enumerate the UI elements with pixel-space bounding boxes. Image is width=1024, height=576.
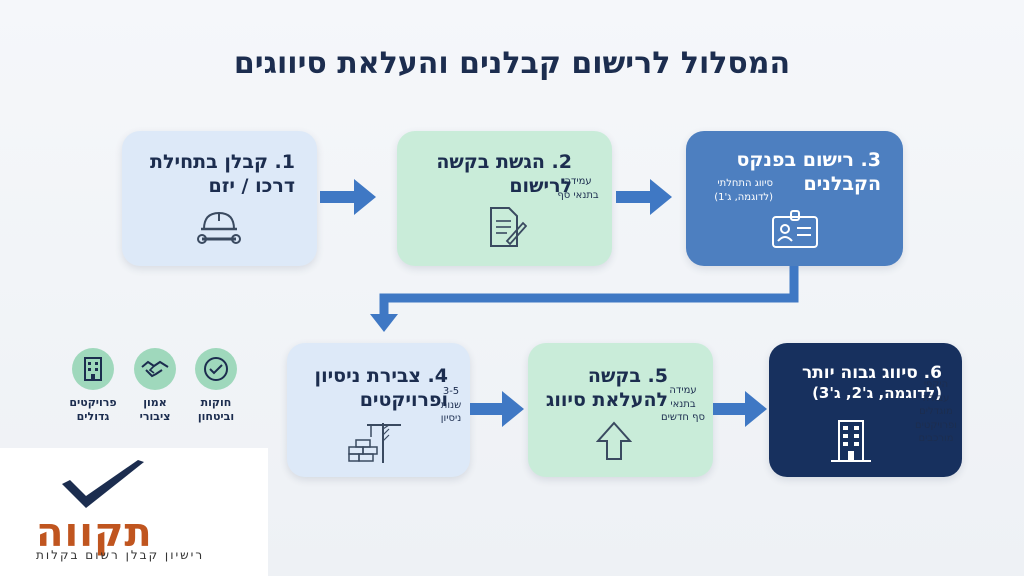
arrow-right-icon: [616, 179, 672, 215]
step-3-note-line2: (לדוגמה, ג'1): [714, 191, 773, 203]
step-1-title-line2: דרכו / יזם: [208, 174, 296, 197]
step-2-note-line1: עמידה: [564, 176, 592, 187]
legend-item-trust: אמון ציבורי: [125, 348, 185, 425]
step-6-note-line1: היקפי: [923, 379, 949, 390]
step-2-card: 2. הגשת בקשה לרישום: [397, 131, 612, 266]
step-6-note-line4: ופרויקטים: [914, 419, 958, 431]
step-6-title-line2: (לדוגמה, ג'2, ג'3): [812, 384, 942, 403]
step-4-title-line1: 4. צבירת ניסיון: [314, 365, 448, 387]
step-1-card: 1. קבלן בתחילת דרכו / יזם: [122, 131, 317, 266]
id-card-icon: [772, 210, 818, 248]
legend-safety-label-line2: וביטחון: [197, 410, 235, 424]
checkmark-logo-icon: [62, 460, 144, 508]
step-2-title-line1: 2. הגשת בקשה: [436, 151, 572, 173]
step-3-note-line1: סיווג התחלתי: [717, 178, 773, 189]
step-2-note: עמידה בתנאי סף: [548, 175, 608, 202]
step-4-note-line1: 3-5: [442, 386, 460, 397]
building-icon: [831, 420, 871, 462]
handshake-icon: [141, 360, 169, 378]
logo-tagline: רישיון קבלן רשום בקלות: [36, 548, 205, 562]
arrow-right-icon: [320, 179, 376, 215]
document-pen-icon: [490, 207, 527, 247]
step-5-title-line1: 5. בקשה: [587, 365, 668, 387]
step-1-title-line1: 1. קבלן בתחילת: [150, 151, 295, 173]
step-3-title-line2: הקבלנים: [803, 173, 881, 195]
arrow-right-icon: [713, 391, 767, 427]
check-circle-icon: [204, 357, 228, 381]
step-6-card: 6. סיווג גבוה יותר (לדוגמה, ג'2, ג'3): [769, 343, 962, 477]
legend-projects-label-line1: פרויקטים: [69, 396, 117, 409]
step-5-card: 5. בקשה להעלאת סיווג: [528, 343, 713, 477]
arrow-right-icon: [470, 391, 524, 427]
logo-name: תקווה: [36, 510, 153, 556]
legend-safety-label-line1: חוקות: [200, 396, 232, 409]
legend-trust-label-line2: ציבורי: [139, 410, 171, 424]
step-5-note: עמידה בתנאי סף חדשים: [655, 384, 711, 425]
legend-trust-label-line1: אמון: [143, 396, 167, 409]
crane-bricks-icon: [348, 423, 401, 463]
step-5-note-line2: בתנאי: [670, 398, 696, 410]
up-arrow-icon: [596, 421, 632, 460]
step-4-title-line2: ופרויקטים: [359, 388, 448, 411]
legend-item-projects: פרויקטים גדולים: [63, 348, 123, 425]
step-4-note: 3-5 שנות ניסיון: [433, 385, 469, 426]
step-4-note-line2: שנות: [440, 399, 462, 411]
step-3-note: סיווג התחלתי (לדוגמה, ג'1): [693, 177, 773, 204]
page-title: המסלול לרישום קבלנים והעלאת סיווגים: [233, 46, 791, 81]
step-5-title-line2: להעלאת סיווג: [545, 388, 668, 411]
step-6-note: היקפי עבודה מוגדלים ופרויקטים מורכבים: [904, 378, 968, 446]
connector-arrow-icon: [370, 266, 799, 332]
step-6-note-line5: מורכבים: [918, 433, 954, 444]
legend-projects-label-line2: גדולים: [76, 410, 110, 424]
step-4-note-line3: ניסיון: [440, 413, 462, 424]
step-3-title-line1: 3. רישום בפנקס: [736, 149, 881, 171]
step-6-note-line3: מוגדלים: [919, 406, 953, 417]
legend-item-safety: חוקות וביטחון: [186, 348, 246, 425]
step-5-note-line3: סף חדשים: [660, 412, 705, 423]
step-5-note-line1: עמידה: [669, 385, 697, 396]
step-2-note-line2: בתנאי סף: [557, 189, 599, 201]
building-icon: [84, 357, 102, 381]
helmet-wrench-icon: [197, 211, 241, 244]
logo: תקווה רישיון קבלן רשום בקלות: [0, 448, 268, 576]
step-6-title-line1: 6. סיווג גבוה יותר: [801, 363, 942, 383]
step-6-note-line2: עבודה: [922, 392, 950, 404]
step-4-card: 4. צבירת ניסיון ופרויקטים: [287, 343, 470, 477]
step-2-title-line2: לרישום: [509, 174, 572, 197]
step-3-card: 3. רישום בפנקס סיווג התחלתי (לדוגמה, ג'1…: [686, 131, 903, 266]
